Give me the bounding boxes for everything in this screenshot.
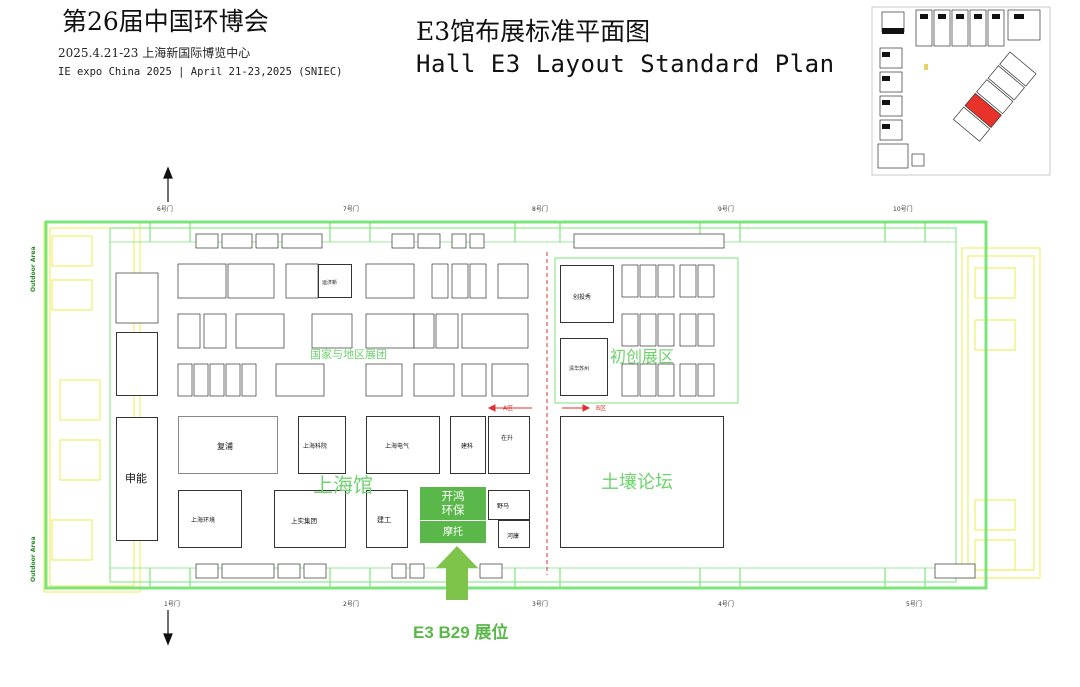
venue-minimap xyxy=(871,6,1051,176)
booth-zaisheng[interactable]: 在升 xyxy=(488,416,530,474)
zone-b-label: B区 xyxy=(596,405,607,412)
booth-soil-forum[interactable] xyxy=(560,416,724,548)
zone-startup-label: 初创展区 xyxy=(610,347,675,366)
booth-yunzhou-label: 运济新 xyxy=(322,280,338,286)
booth-sh-electric-label: 上海电气 xyxy=(385,443,410,450)
gate-7: 7号门 xyxy=(343,206,359,213)
booth-jiake-label: 建科 xyxy=(461,443,474,450)
zone-soil-forum-label: 土壤论坛 xyxy=(601,472,673,493)
booth-sh-shi[interactable]: 上实集团 xyxy=(274,490,346,548)
booth-zaisheng-label: 在升 xyxy=(501,435,514,442)
outdoor-area-label-top: Outdoor Area xyxy=(30,246,37,292)
highlight-neighbor: 摩托 xyxy=(443,527,463,538)
gate-1: 1号门 xyxy=(164,601,180,608)
booth-jiake[interactable]: 建科 xyxy=(450,416,486,474)
highlight-name-line1: 开鸿 xyxy=(441,489,465,503)
booth-chuangdu[interactable]: 创投秀 xyxy=(560,265,614,323)
highlight-divider xyxy=(420,520,486,521)
booth-yunzhou[interactable]: 运济新 xyxy=(318,264,352,298)
gate-5: 5号门 xyxy=(906,601,922,608)
booth-jiangong-label: 建工 xyxy=(377,516,391,524)
booth-callout: E3 B29 展位 xyxy=(413,623,509,642)
gate-8: 8号门 xyxy=(532,206,548,213)
booth-sh-env[interactable]: 上海环境 xyxy=(178,490,242,548)
zone-country-region-label: 国家与地区展团 xyxy=(310,348,387,361)
highlight-name-line2: 环保 xyxy=(441,503,465,517)
event-dates-venue: 2025.4.21-23 上海新国际博览中心 xyxy=(58,46,251,60)
booth-shende[interactable]: 申能 xyxy=(116,417,158,541)
booth-qinghua-label: 清华苏州 xyxy=(569,366,590,372)
booth-hekang-label: 河康 xyxy=(507,533,520,540)
outdoor-area-label-bottom: Outdoor Area xyxy=(30,536,37,582)
booth-fupu[interactable]: 复浦 xyxy=(178,416,278,474)
gate-2: 2号门 xyxy=(343,601,359,608)
booth-jiangong[interactable]: 建工 xyxy=(366,490,408,548)
booth-yemo[interactable]: 野马 xyxy=(488,490,530,520)
booth-sh-shi-label: 上实集团 xyxy=(291,517,317,525)
booth-qinghua[interactable]: 清华苏州 xyxy=(560,338,608,396)
zone-a-label: A区 xyxy=(503,405,514,412)
booth-hekang[interactable]: 河康 xyxy=(498,520,530,548)
event-title: 第26届中国环博会 xyxy=(62,7,269,36)
zone-shanghai-hall-label: 上海馆 xyxy=(313,473,373,497)
gate-9: 9号门 xyxy=(718,206,734,213)
booth-yemo-label: 野马 xyxy=(497,503,510,510)
plan-title-cn: E3馆布展标准平面图 xyxy=(416,17,651,46)
booth-sh-env-label: 上海环境 xyxy=(191,517,216,524)
gate-6: 6号门 xyxy=(157,206,173,213)
booth-shende-label: 申能 xyxy=(125,472,147,485)
plan-title-en: Hall E3 Layout Standard Plan xyxy=(416,50,835,78)
gate-4: 4号门 xyxy=(718,601,734,608)
booth-chuangdu-label: 创投秀 xyxy=(573,294,592,301)
booth-fupu-label: 复浦 xyxy=(217,442,233,451)
gate-10: 10号门 xyxy=(893,206,913,213)
gate-3: 3号门 xyxy=(532,601,548,608)
booth-sh-kexin-label: 上海科院 xyxy=(303,443,328,450)
event-english-name: IE expo China 2025 | April 21-23,2025 (S… xyxy=(58,66,343,78)
booth-S8[interactable] xyxy=(116,332,158,396)
booth-sh-electric[interactable]: 上海电气 xyxy=(366,416,440,474)
highlight-booth-kaihong[interactable]: 开鸿 环保 摩托 xyxy=(420,487,486,543)
booth-sh-kexin[interactable]: 上海科院 xyxy=(298,416,346,474)
